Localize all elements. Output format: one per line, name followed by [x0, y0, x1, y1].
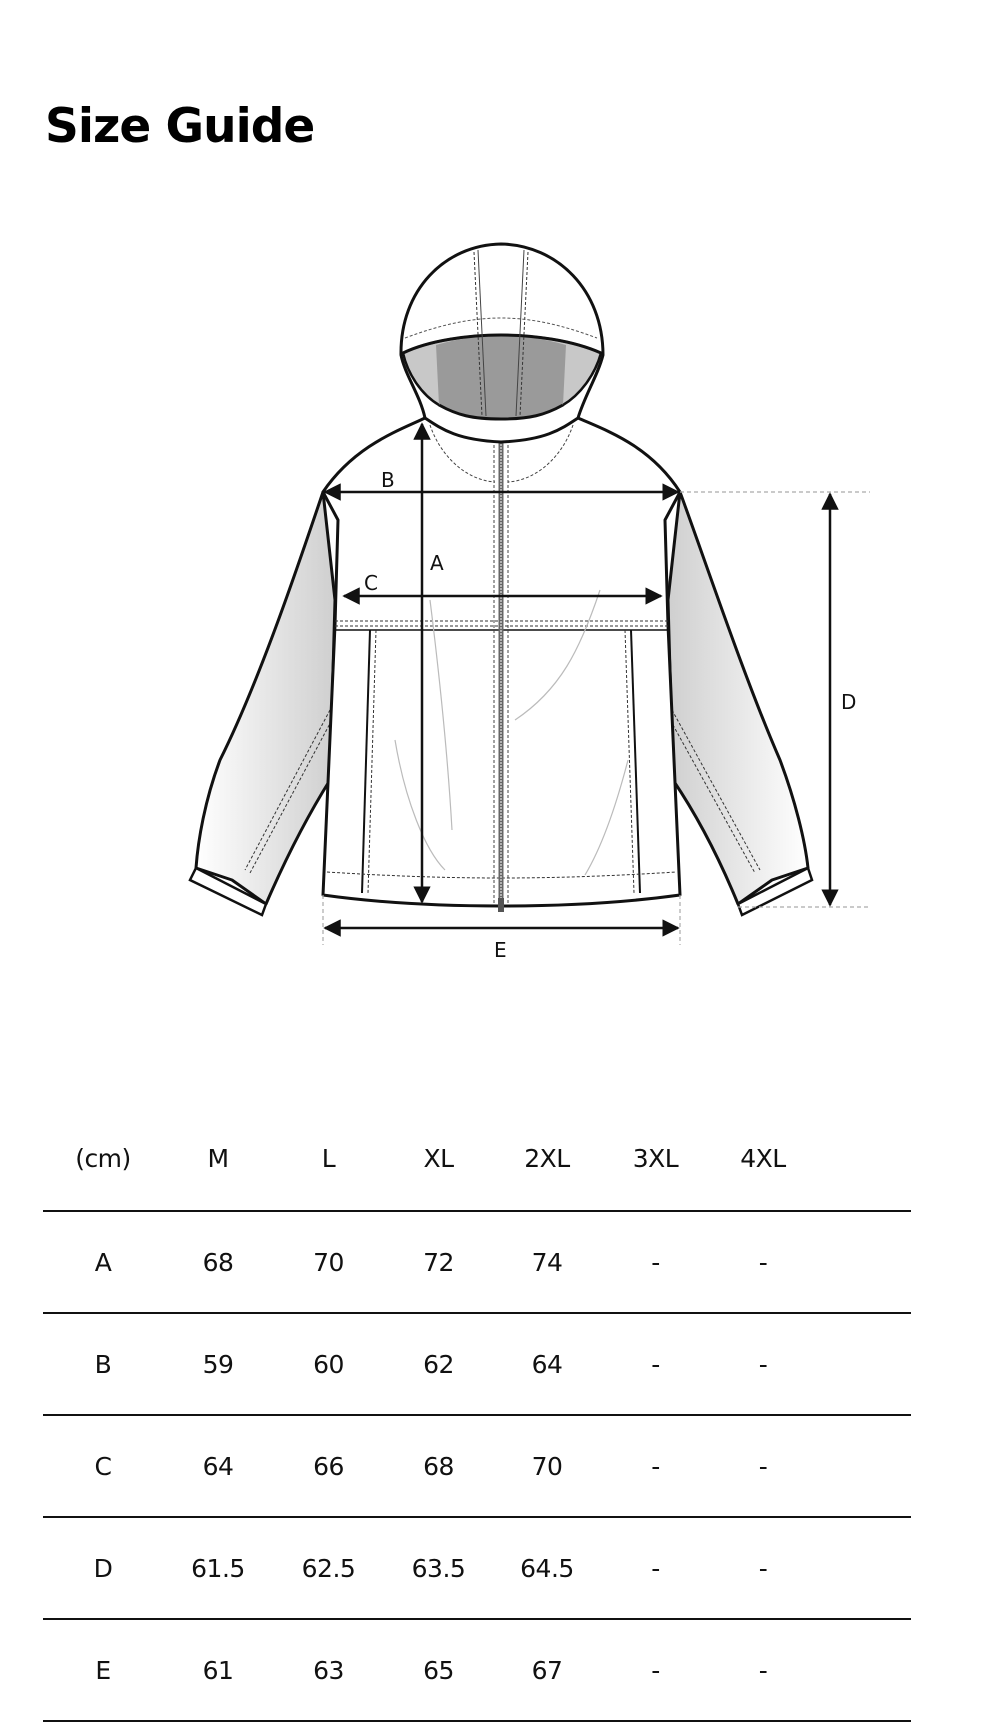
cell: 68	[423, 1451, 454, 1481]
row-label: C	[94, 1451, 112, 1481]
cell: 68	[202, 1247, 234, 1277]
size-header-2xl: 2XL	[524, 1144, 570, 1173]
cell: -	[651, 1553, 660, 1583]
spacer	[816, 1517, 911, 1619]
cell: 72	[423, 1247, 454, 1277]
label-a: A	[430, 551, 444, 575]
label-b: B	[381, 468, 395, 492]
label-e: E	[494, 938, 507, 962]
table-row: C 64 66 68 70 - -	[43, 1415, 911, 1517]
unit-header: (cm)	[75, 1144, 131, 1173]
row-label: A	[94, 1247, 112, 1277]
row-label: D	[93, 1553, 113, 1583]
cell: 64	[531, 1349, 563, 1379]
measurement-arrows	[323, 422, 839, 937]
cell: 62	[423, 1349, 454, 1379]
spacer	[816, 1313, 911, 1415]
cell: -	[651, 1247, 660, 1277]
cell: 70	[531, 1451, 563, 1481]
header-spacer	[816, 1107, 911, 1211]
jacket-body	[321, 416, 682, 912]
page-title: Size Guide	[45, 99, 315, 155]
size-header-4xl: 4XL	[740, 1144, 786, 1173]
label-d: D	[841, 690, 856, 714]
cell: -	[758, 1247, 768, 1277]
size-header-m: M	[207, 1144, 229, 1173]
hood	[399, 242, 605, 483]
spacer	[816, 1211, 911, 1313]
row-label: B	[94, 1349, 112, 1379]
label-c: C	[364, 571, 378, 595]
cell: 64	[202, 1451, 234, 1481]
right-sleeve	[666, 490, 814, 917]
cell: 61.5	[191, 1553, 245, 1583]
table-row: B 59 60 62 64 - -	[43, 1313, 911, 1415]
cell: -	[758, 1553, 768, 1583]
table-row: E 61 63 65 67 - -	[43, 1619, 911, 1721]
cell: -	[651, 1655, 660, 1685]
jacket-measurement-diagram: B A C D E	[150, 220, 900, 1020]
cell: 64.5	[520, 1553, 574, 1583]
table-row: A 68 70 72 74 - -	[43, 1211, 911, 1313]
cell: 61	[202, 1655, 234, 1685]
cell: -	[758, 1451, 768, 1481]
size-header-3xl: 3XL	[632, 1144, 679, 1173]
guide-lines	[322, 491, 870, 945]
row-label: E	[95, 1655, 111, 1685]
cell: 66	[313, 1451, 344, 1481]
cell: 63	[313, 1655, 344, 1685]
cell: -	[651, 1349, 660, 1379]
cell: -	[758, 1655, 768, 1685]
spacer	[816, 1619, 911, 1721]
spacer	[816, 1415, 911, 1517]
cell: 65	[423, 1655, 454, 1685]
table-row: D 61.5 62.5 63.5 64.5 - -	[43, 1517, 911, 1619]
table-header-row: (cm) M L XL 2XL 3XL 4XL	[43, 1107, 911, 1211]
cell: 67	[531, 1655, 563, 1685]
cell: 70	[313, 1247, 344, 1277]
cell: 62.5	[301, 1553, 356, 1583]
size-header-xl: XL	[423, 1144, 454, 1173]
jacket-sketch: B A C D E	[188, 242, 870, 962]
size-header-l: L	[321, 1144, 336, 1173]
cell: 59	[202, 1349, 234, 1379]
cell: 63.5	[411, 1553, 466, 1583]
cell: 74	[531, 1247, 563, 1277]
size-table: (cm) M L XL 2XL 3XL 4XL A 68 70 72 74 - …	[43, 1107, 911, 1722]
cell: -	[651, 1451, 660, 1481]
cell: 60	[313, 1349, 344, 1379]
left-sleeve	[188, 490, 337, 917]
cell: -	[758, 1349, 768, 1379]
